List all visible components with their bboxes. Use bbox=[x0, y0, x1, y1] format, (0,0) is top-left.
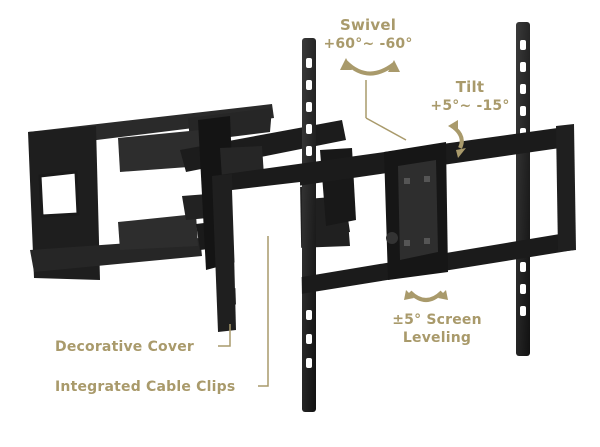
leveling-label-line1: ±5° Screen bbox=[392, 312, 482, 328]
decorative-cover-leader-line bbox=[218, 324, 231, 347]
tilt-title: Tilt bbox=[455, 78, 485, 96]
leveling-arrow-icon bbox=[404, 290, 448, 302]
right-vertical-bracket bbox=[516, 22, 530, 356]
swivel-range: +60°~ -60° bbox=[323, 36, 413, 52]
leveling-label-line2: Leveling bbox=[402, 330, 472, 346]
tilt-plate bbox=[384, 142, 448, 280]
tilt-range: +5°~ -15° bbox=[430, 98, 510, 114]
tilt-arrow-icon bbox=[448, 120, 466, 158]
decorative-cover-label: Decorative Cover bbox=[55, 339, 194, 355]
cable-clips-label: Integrated Cable Clips bbox=[55, 379, 236, 395]
cable-clips-leader-line bbox=[258, 236, 269, 387]
wall-plate bbox=[28, 104, 274, 280]
left-vertical-bracket bbox=[302, 38, 316, 412]
swivel-arrow-icon bbox=[340, 58, 400, 76]
swivel-leader-line-2 bbox=[365, 117, 407, 141]
leader-lines bbox=[218, 80, 407, 387]
swivel-title: Swivel bbox=[339, 16, 397, 34]
